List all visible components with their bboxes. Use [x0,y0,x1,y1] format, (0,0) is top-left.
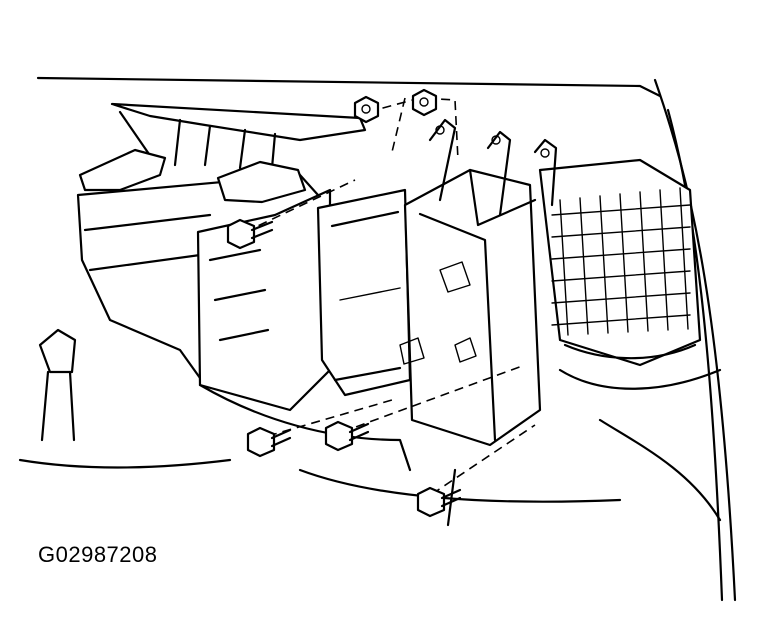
grille-vertical-bar [659,189,669,331]
grille-vertical-bar [559,199,569,336]
grille-horizontal-bar [551,292,691,304]
vent-grille [538,158,722,390]
bolt-bottom [416,486,462,518]
bolt-lower-center [324,420,370,452]
grille-horizontal-bar [551,270,691,282]
heater-core-housing [196,168,542,447]
bolt-lower-left [246,426,292,458]
bolt-upper-left [226,218,274,250]
shift-lever [18,328,232,469]
nut-top-left [353,95,380,124]
grille-vertical-bar [619,193,629,333]
grille-horizontal-bar [551,248,691,260]
grille-vertical-bar [679,187,689,330]
grille-horizontal-bar [551,314,691,326]
grille-vertical-bar [599,195,609,334]
mounting-brackets [428,118,558,217]
figure-id-label: G02987208 [38,542,158,567]
nut-top-right [411,88,438,117]
grille-horizontal-bar [551,204,691,216]
dashboard-outline [36,76,737,602]
grille-vertical-bar [579,197,589,335]
grille-horizontal-bar [551,226,691,238]
grille-vertical-bar [639,191,649,332]
